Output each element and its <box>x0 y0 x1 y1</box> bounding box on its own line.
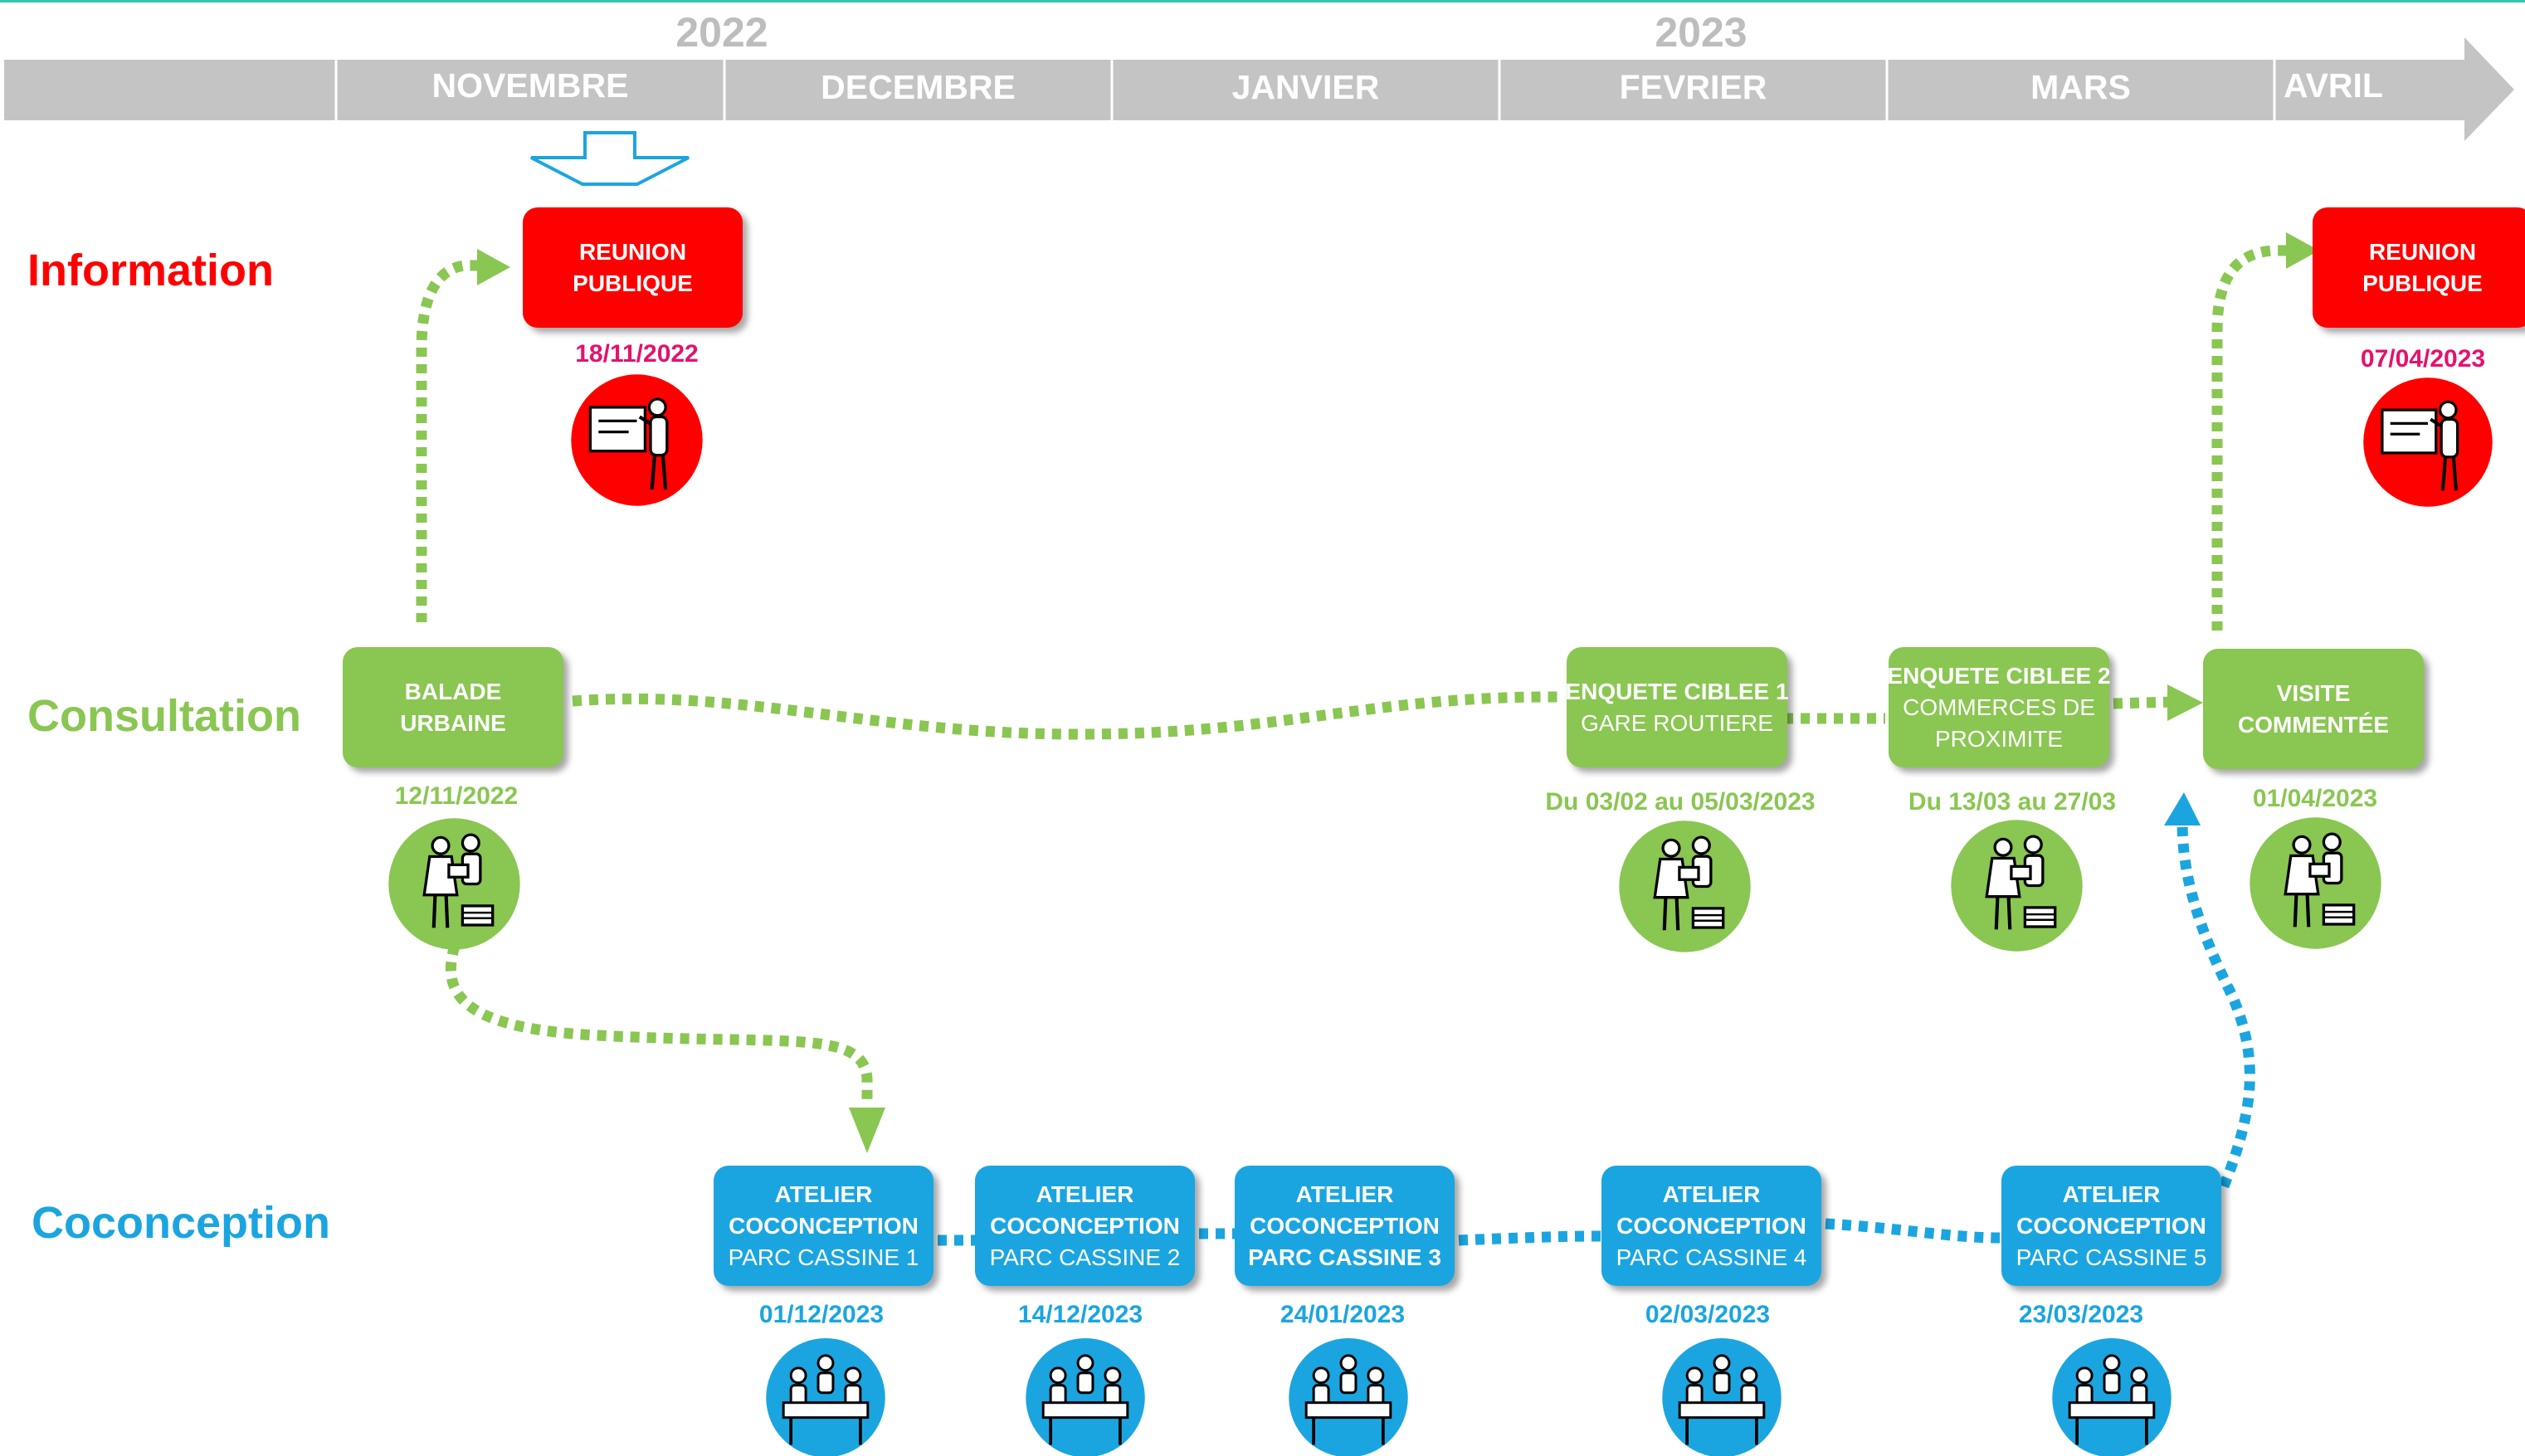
workshop-table-icon <box>1026 1338 1145 1456</box>
connector-atelier3-to-atelier4 <box>1458 1230 1602 1246</box>
month-fevrier: FEVRIER <box>1619 68 1767 106</box>
box-line: COMMERCES DE <box>1903 694 2095 720</box>
row-label-consultation: Consultation <box>27 691 301 741</box>
box-line: ATELIER <box>1662 1181 1761 1207</box>
box-line: BALADE <box>404 678 502 704</box>
visite-commentee-box[interactable]: VISITE COMMENTÉE <box>2203 649 2424 769</box>
box-line: ENQUETE CIBLEE 2 <box>1887 662 2111 689</box>
box-line: VISITE <box>2276 679 2351 706</box>
workshop-table-icon <box>1289 1338 1408 1456</box>
atelier-date-5: 23/03/2023 <box>2018 1301 2144 1328</box>
box-line: PARC CASSINE 1 <box>728 1244 919 1270</box>
enquete-ciblee-2-box[interactable]: ENQUETE CIBLEE 2 COMMERCES DE PROXIMITE <box>1887 647 2111 767</box>
month-mars: MARS <box>2030 68 2131 106</box>
reunion-publique-box-1[interactable]: REUNION PUBLIQUE <box>523 207 743 328</box>
box-line: PROXIMITE <box>1934 725 2063 752</box>
enquete-2-date: Du 13/03 au 27/03 <box>1908 788 2117 816</box>
box-line: COMMENTÉE <box>2238 711 2389 738</box>
presentation-board-icon <box>2363 377 2493 507</box>
row-label-information: Information <box>27 246 274 295</box>
current-month-marker-icon <box>530 131 690 186</box>
atelier-date-3: 24/01/2023 <box>1280 1301 1406 1328</box>
box-line: ENQUETE CIBLEE 1 <box>1565 678 1789 704</box>
survey-people-icon <box>1951 820 2083 952</box>
connector-balade-to-enquete1 <box>572 691 1565 740</box>
box-line: PARC CASSINE 3 <box>1248 1244 1441 1270</box>
atelier-date-2: 14/12/2023 <box>1017 1301 1143 1328</box>
balade-date: 12/11/2022 <box>394 782 519 810</box>
presentation-board-icon <box>571 374 703 506</box>
box-line: ATELIER <box>774 1181 873 1207</box>
timeline-band <box>4 37 2514 141</box>
box-line: PARC CASSINE 2 <box>989 1244 1181 1270</box>
box-line: ATELIER <box>2062 1181 2161 1207</box>
atelier-box-1[interactable]: ATELIER COCONCEPTION PARC CASSINE 1 <box>714 1166 933 1286</box>
top-accent-line <box>0 0 2525 2</box>
box-line: COCONCEPTION <box>2016 1212 2206 1239</box>
connector-enquete2-to-visite <box>2113 696 2175 709</box>
atelier-date-1: 01/12/2023 <box>758 1301 885 1328</box>
atelier-box-2[interactable]: ATELIER COCONCEPTION PARC CASSINE 2 <box>975 1166 1195 1286</box>
box-line: REUNION <box>2368 238 2477 265</box>
box-line: COCONCEPTION <box>729 1212 919 1239</box>
year-2023: 2023 <box>1655 9 1748 56</box>
box-line: COCONCEPTION <box>990 1212 1180 1239</box>
survey-people-icon <box>1619 821 1751 952</box>
reunion-date-2: 07/04/2023 <box>2360 345 2486 373</box>
box-line: COCONCEPTION <box>1616 1212 1806 1239</box>
connector-visite-to-reunion2 <box>2211 245 2290 631</box>
box-line: PARC CASSINE 4 <box>1616 1244 1807 1270</box>
box-line: PUBLIQUE <box>2362 270 2483 296</box>
atelier-box-4[interactable]: ATELIER COCONCEPTION PARC CASSINE 4 <box>1601 1166 1821 1286</box>
survey-people-icon <box>2250 817 2381 949</box>
connector-atelier5-to-visite <box>2176 821 2255 1189</box>
connector-atelier4-to-atelier5 <box>1825 1218 2001 1244</box>
atelier-box-5[interactable]: ATELIER COCONCEPTION PARC CASSINE 5 <box>2001 1166 2221 1286</box>
box-line: REUNION <box>578 238 687 265</box>
row-label-coconception: Coconception <box>32 1198 330 1248</box>
survey-people-icon <box>388 818 520 950</box>
balade-urbaine-box[interactable]: BALADE URBAINE <box>343 647 563 767</box>
workshop-table-icon <box>1662 1338 1782 1456</box>
enquete-1-date: Du 03/02 au 05/03/2023 <box>1545 788 1816 816</box>
box-line: URBAINE <box>400 709 506 736</box>
enquete-ciblee-1-box[interactable]: ENQUETE CIBLEE 1 GARE ROUTIERE <box>1565 647 1789 767</box>
visite-date: 01/04/2023 <box>2252 785 2378 812</box>
atelier-date-4: 02/03/2023 <box>1645 1301 1771 1328</box>
box-line: ATELIER <box>1036 1181 1134 1207</box>
month-avril: AVRIL <box>2284 66 2383 105</box>
month-decembre: DECEMBRE <box>821 68 1016 106</box>
year-2022: 2022 <box>675 9 768 56</box>
box-line: PARC CASSINE 5 <box>2016 1244 2207 1270</box>
workshop-table-icon <box>2052 1338 2172 1456</box>
connector-balade-to-reunion <box>416 260 481 622</box>
atelier-box-3[interactable]: ATELIER COCONCEPTION PARC CASSINE 3 <box>1235 1166 1455 1286</box>
box-line: PUBLIQUE <box>573 270 693 296</box>
month-novembre: NOVEMBRE <box>431 66 629 105</box>
box-line: GARE ROUTIERE <box>1581 709 1773 736</box>
workshop-table-icon <box>766 1338 885 1456</box>
reunion-date-1: 18/11/2022 <box>575 340 699 368</box>
connector-balade-to-atelier1 <box>445 944 873 1103</box>
month-janvier: JANVIER <box>1231 68 1380 106</box>
reunion-publique-box-2[interactable]: REUNION PUBLIQUE <box>2313 207 2525 328</box>
box-line: COCONCEPTION <box>1250 1212 1440 1239</box>
box-line: ATELIER <box>1295 1181 1394 1207</box>
